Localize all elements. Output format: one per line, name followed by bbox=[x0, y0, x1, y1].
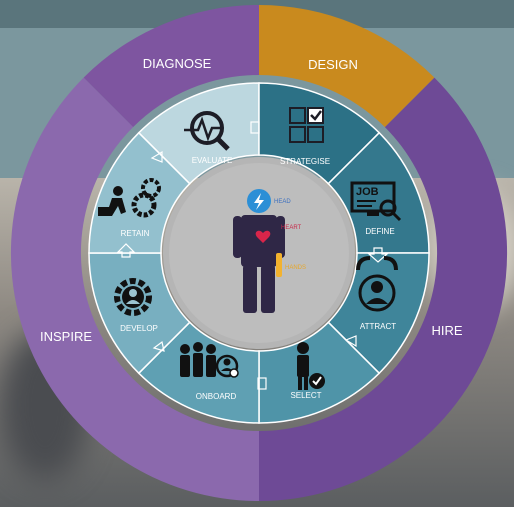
segment-label-retain: RETAIN bbox=[121, 229, 150, 238]
flow-arrow bbox=[116, 243, 136, 258]
segment-label-attract: ATTRACT bbox=[360, 322, 396, 331]
svg-text:JOB: JOB bbox=[356, 186, 379, 198]
gear-person-icon bbox=[114, 278, 152, 316]
heart-icon bbox=[255, 230, 271, 243]
flow-arrow bbox=[367, 247, 389, 263]
outer-label-hire: HIRE bbox=[431, 323, 462, 338]
center-label-head: HEAD bbox=[274, 199, 291, 205]
outer-ring-hire[interactable] bbox=[259, 77, 508, 502]
person-check-icon bbox=[297, 342, 325, 390]
climbing-gears-icon bbox=[98, 178, 161, 218]
flow-arrow bbox=[344, 335, 357, 348]
flow-arrow bbox=[257, 377, 267, 390]
person-figure bbox=[233, 215, 285, 313]
flow-arrow bbox=[150, 150, 163, 163]
outer-ring-diagnose[interactable] bbox=[83, 4, 259, 128]
segment-label-define: DEFINE bbox=[365, 227, 394, 236]
job-screen-icon: JOB bbox=[350, 181, 402, 222]
segment-label-strategise: STRATEGISE bbox=[280, 157, 330, 166]
lightning-icon bbox=[254, 193, 264, 210]
magnifier-pulse-icon bbox=[184, 111, 230, 151]
segment-label-select: SELECT bbox=[290, 391, 321, 400]
team-add-icon bbox=[180, 342, 239, 378]
outer-label-diagnose: DIAGNOSE bbox=[143, 56, 212, 71]
center-label-heart: HEART bbox=[281, 225, 302, 231]
segment-label-develop: DEVELOP bbox=[120, 324, 158, 333]
checklist-grid-icon bbox=[289, 107, 324, 143]
flow-arrows bbox=[116, 121, 389, 390]
center-label-hands: HANDS bbox=[285, 265, 306, 271]
outer-ring bbox=[10, 4, 508, 502]
segment-label-evaluate: EVALUATE bbox=[192, 156, 233, 165]
segment-retain[interactable] bbox=[88, 131, 191, 254]
outer-label-design: DESIGN bbox=[308, 57, 358, 72]
outer-label-inspire: INSPIRE bbox=[40, 329, 92, 344]
hands-bar bbox=[276, 253, 282, 277]
outer-ring-inspire[interactable] bbox=[10, 77, 259, 501]
flow-arrow bbox=[250, 121, 260, 134]
flow-arrow bbox=[152, 340, 165, 352]
magnet-person-icon bbox=[356, 256, 398, 312]
segment-label-onboard: ONBOARD bbox=[196, 392, 237, 401]
outer-ring-design[interactable] bbox=[259, 4, 435, 128]
